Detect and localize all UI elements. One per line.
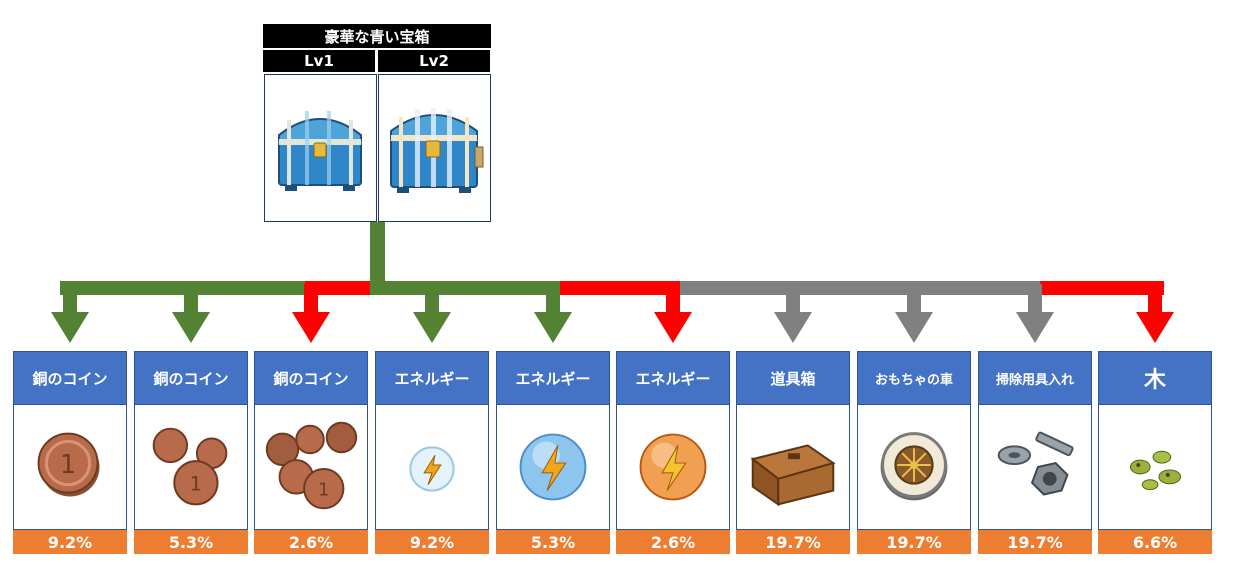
item-label-2: 銅のコイン [134,351,248,405]
svg-text:1: 1 [60,450,76,480]
arrow-head-8 [895,312,933,343]
chest-lv1-image [264,74,377,222]
item-label-3: 銅のコイン [254,351,368,405]
arrow-head-3 [292,312,330,343]
chest-lv2-image [378,74,491,222]
arrow-stem-5 [546,284,560,314]
arrow-stem-10 [1148,284,1162,314]
bus-segment-red-2 [560,281,682,295]
item-percent-4: 9.2% [375,530,489,554]
arrow-head-6 [654,312,692,343]
item-percent-2: 5.3% [134,530,248,554]
item-label-7: 道具箱 [736,351,850,405]
wood-seeds-icon [1129,450,1182,491]
item-percent-3: 2.6% [254,530,368,554]
arrow-stem-4 [425,284,439,314]
item-percent-9: 19.7% [978,530,1092,554]
level-1-label: Lv1 [263,50,375,72]
arrow-head-2 [172,312,210,343]
copper-coin-single-icon: 1 [37,432,100,497]
item-percent-5: 5.3% [496,530,610,554]
arrow-head-4 [413,312,451,343]
level-2-label: Lv2 [378,50,490,72]
item-image-5 [496,405,610,530]
blue-chest-icon [278,111,362,191]
energy-orange-icon [639,433,707,501]
copper-coins-pile-icon: 1 [265,421,358,510]
bus-segment-green-mid [370,281,562,295]
item-label-10: 木 [1098,351,1212,405]
arrow-head-9 [1016,312,1054,343]
item-image-6 [616,405,730,530]
svg-text:1: 1 [190,473,203,496]
energy-small-icon [409,446,455,492]
trunk-line [370,222,385,292]
item-label-4: エネルギー [375,351,489,405]
item-label-8: おもちゃの車 [857,351,971,405]
item-image-9 [978,405,1092,530]
arrow-stem-6 [666,284,680,314]
item-label-9: 掃除用具入れ [978,351,1092,405]
item-percent-8: 19.7% [857,530,971,554]
item-image-8 [857,405,971,530]
bus-segment-red-3 [1040,281,1164,295]
energy-medium-icon [519,433,587,501]
item-percent-10: 6.6% [1098,530,1212,554]
arrow-head-7 [774,312,812,343]
arrow-stem-2 [184,284,198,314]
item-image-7 [736,405,850,530]
svg-text:1: 1 [318,480,329,500]
bus-segment-gray [680,281,1044,295]
item-image-10 [1098,405,1212,530]
item-image-1: 1 [13,405,127,530]
item-label-1: 銅のコイン [13,351,127,405]
item-label-6: エネルギー [616,351,730,405]
arrow-stem-8 [907,284,921,314]
arrow-stem-1 [63,284,77,314]
arrow-head-1 [51,312,89,343]
toy-wheel-icon [880,432,948,501]
source-title: 豪華な青い宝箱 [263,24,491,48]
toolbox-icon [750,444,836,507]
item-percent-1: 9.2% [13,530,127,554]
copper-coins-few-icon: 1 [152,427,228,506]
bus-segment-red-1 [305,281,373,295]
item-image-3: 1 [254,405,368,530]
arrow-head-10 [1136,312,1174,343]
arrow-stem-3 [304,284,318,314]
arrow-stem-9 [1028,284,1042,314]
blue-chest-open-icon [390,108,484,193]
arrow-head-5 [534,312,572,343]
arrow-stem-7 [786,284,800,314]
nuts-bolts-icon [997,431,1074,496]
item-percent-6: 2.6% [616,530,730,554]
item-percent-7: 19.7% [736,530,850,554]
item-image-4 [375,405,489,530]
item-label-5: エネルギー [496,351,610,405]
item-image-2: 1 [134,405,248,530]
